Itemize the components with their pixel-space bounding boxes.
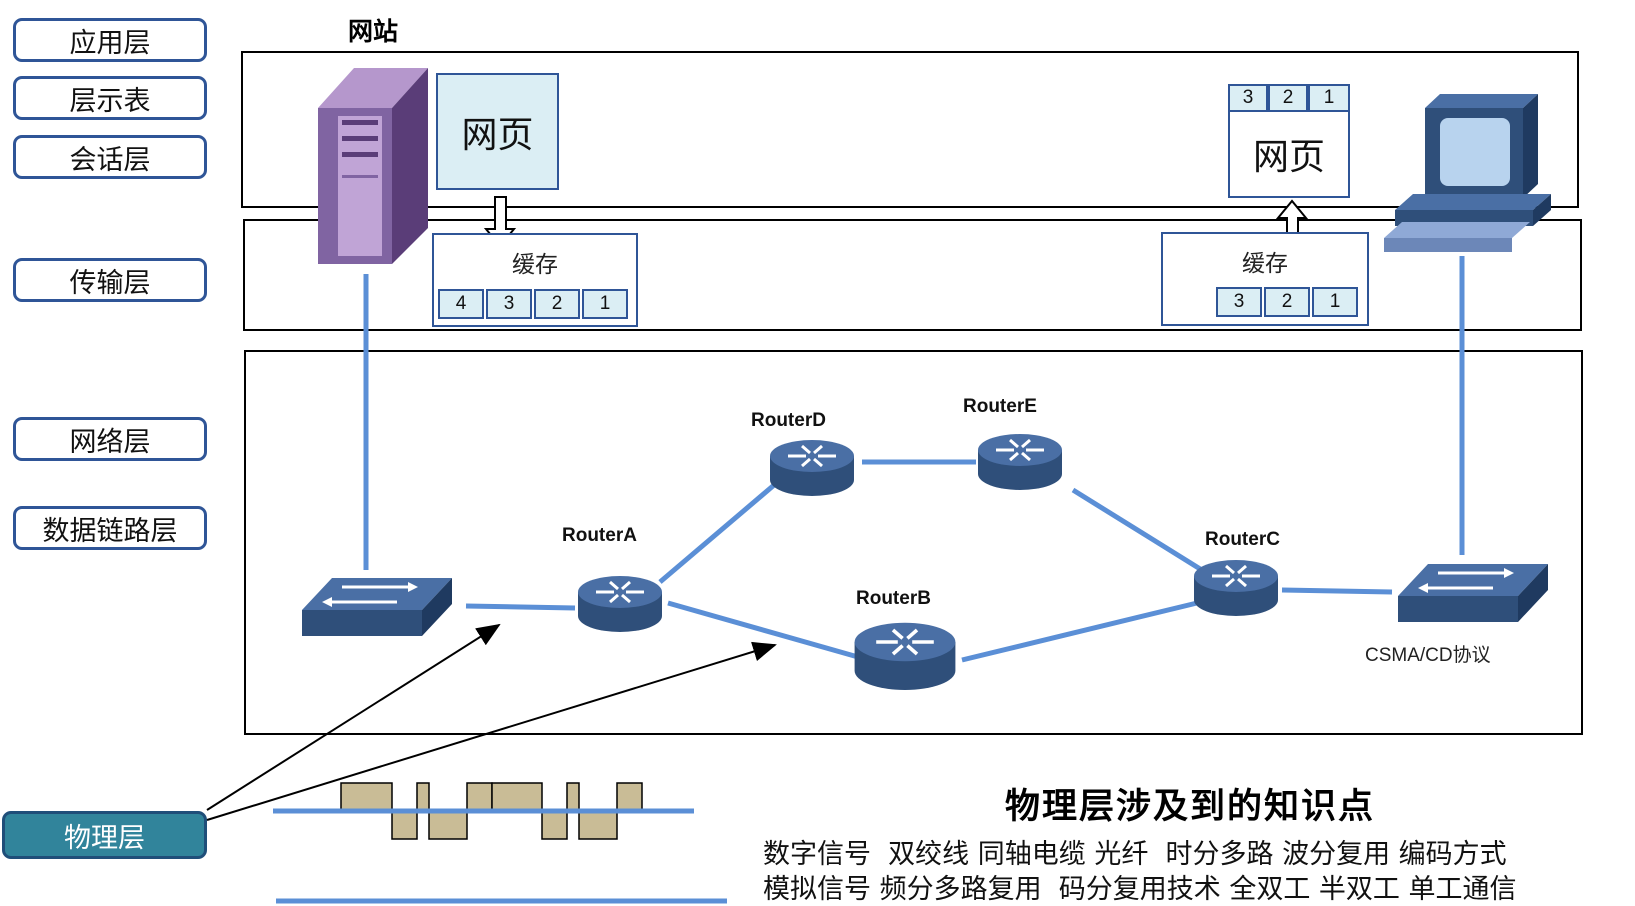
left-switch-icon [300,576,454,638]
network-band [244,350,1583,735]
right-switch-icon [1396,562,1550,624]
application-layer-text: 应用层 [69,27,151,59]
pointer-arrow-1 [206,623,501,811]
knowledge-title: 物理层涉及到的知识点 [1005,786,1376,827]
client-cache-title: 缓存 [1242,251,1288,277]
router-d-icon [768,438,856,498]
router-e-label: RouterE [963,396,1037,417]
router-b-icon [852,620,958,692]
client-cache-segment: 2 [1264,287,1310,317]
computer-icon [1384,94,1551,252]
protocol-label: CSMA/CD协议 [1365,645,1491,666]
server-cache-segment: 1 [582,289,628,319]
client-webpage-label: 网页 [1252,137,1325,178]
datalink-layer-label: 数据链路层 [13,506,207,550]
server-webpage-box: 网页 [436,73,559,190]
server-webpage-label: 网页 [461,114,534,156]
website-title: 网站 [348,17,399,46]
transport-layer-label: 传输层 [13,258,207,302]
signal-waveform [273,782,694,840]
server-cache-title: 缓存 [512,252,558,278]
client-cache-segment: 1 [1312,287,1358,317]
pointer-arrow-2 [206,641,777,821]
knowledge-line-2: 模拟信号 频分多路复用 码分复用技术 全双工 半双工 单工通信 [763,874,1517,905]
session-layer-label: 会话层 [13,135,207,179]
application-layer-label: 应用层 [13,18,207,62]
physical-layer-label: 物理层 [2,811,207,859]
datalink-layer-text: 数据链路层 [42,515,178,547]
application-band [241,51,1579,208]
physical-layer-text: 物理层 [64,822,145,854]
transport-layer-text: 传输层 [69,267,151,299]
router-e-icon [976,432,1064,492]
router-c-icon [1192,558,1280,618]
client-page-segment: 3 [1228,84,1268,112]
router-b-label: RouterB [856,588,931,609]
router-a-label: RouterA [562,525,637,546]
server-cache-segment: 3 [486,289,532,319]
knowledge-line-1: 数字信号 双绞线 同轴电缆 光纤 时分多路 波分复用 编码方式 [763,839,1507,870]
router-c-label: RouterC [1205,529,1280,550]
transport-band [243,219,1582,331]
router-a-icon [576,574,664,634]
router-d-label: RouterD [751,410,826,431]
presentation-layer-label: 层示表 [13,76,207,120]
presentation-layer-text: 层示表 [69,85,151,117]
client-cache-segment: 3 [1216,287,1262,317]
server-cache-segment: 2 [534,289,580,319]
network-layer-text: 网络层 [69,426,151,458]
client-page-segment: 2 [1268,84,1308,112]
server-icon [318,68,428,264]
network-links [465,459,1393,663]
client-page-segment: 1 [1308,84,1350,112]
network-layer-label: 网络层 [13,417,207,461]
session-layer-text: 会话层 [69,144,151,176]
server-cache-segment: 4 [438,289,484,319]
